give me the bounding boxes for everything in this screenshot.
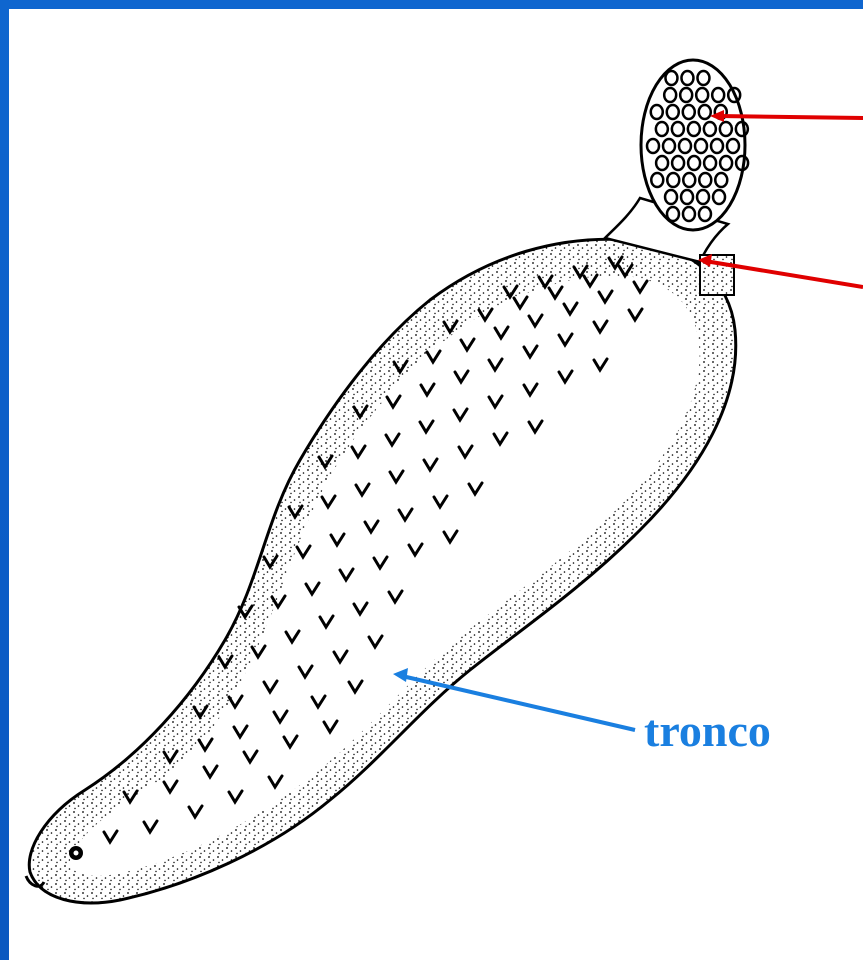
head <box>641 60 745 230</box>
arrow-to-trunk <box>402 676 635 730</box>
label-tronco: tronco <box>644 708 771 754</box>
arrow-to-head <box>718 116 863 118</box>
